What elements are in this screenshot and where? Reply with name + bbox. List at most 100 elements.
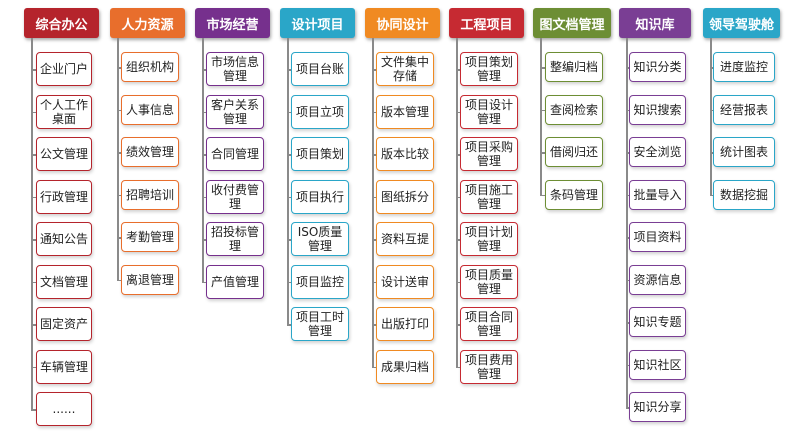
connector-branch	[372, 154, 376, 156]
connector-branch	[202, 154, 206, 156]
module-header[interactable]: 综合办公	[24, 8, 99, 38]
module-item[interactable]: 招投标管 理	[206, 222, 264, 256]
module-item[interactable]: 项目策划 管理	[460, 52, 518, 86]
module-item[interactable]: 版本比较	[376, 137, 434, 171]
connector-branch	[117, 279, 121, 281]
module-item[interactable]: 知识分类	[629, 52, 686, 82]
module-item[interactable]: 项目合同 管理	[460, 307, 518, 341]
module-item[interactable]: 整编归档	[545, 52, 603, 82]
module-item[interactable]: 图纸拆分	[376, 179, 434, 214]
connector-trunk	[287, 38, 289, 324]
module-item[interactable]: 项目计划 管理	[460, 222, 518, 256]
connector-branch	[31, 239, 36, 241]
connector-trunk	[456, 38, 458, 367]
connector-branch	[202, 111, 206, 113]
module-item[interactable]: 组织机构	[121, 52, 179, 82]
module-item[interactable]: 公文管理	[36, 137, 92, 171]
module-item[interactable]: 项目费用 管理	[460, 349, 518, 384]
module-item[interactable]: 知识搜索	[629, 94, 686, 125]
module-item[interactable]: 成果归档	[376, 349, 434, 384]
module-header[interactable]: 图文档管理	[533, 8, 611, 38]
module-item[interactable]: 通知公告	[36, 222, 92, 256]
module-item[interactable]: 合同管理	[206, 137, 264, 171]
module-item[interactable]: 进度监控	[713, 52, 775, 82]
connector-branch	[456, 239, 460, 241]
connector-trunk	[626, 38, 628, 407]
connector-branch	[287, 69, 291, 71]
module-header[interactable]: 知识库	[619, 8, 691, 38]
module-item[interactable]: 数据挖掘	[713, 179, 775, 210]
module-item[interactable]: 个人工作 桌面	[36, 94, 92, 129]
module-header[interactable]: 市场经营	[195, 8, 270, 38]
module-item[interactable]: 项目工时 管理	[291, 307, 349, 341]
module-item[interactable]: 人事信息	[121, 94, 179, 125]
connector-branch	[287, 324, 291, 326]
module-item[interactable]: 知识分享	[629, 392, 686, 422]
module-item[interactable]: 批量导入	[629, 179, 686, 210]
module-header[interactable]: 人力资源	[110, 8, 185, 38]
module-item[interactable]: 知识专题	[629, 307, 686, 337]
module-item[interactable]: 离退管理	[121, 264, 179, 295]
connector-branch	[456, 366, 460, 368]
connector-trunk	[372, 38, 374, 367]
connector-branch	[117, 194, 121, 196]
connector-branch	[287, 281, 291, 283]
module-header[interactable]: 设计项目	[280, 8, 355, 38]
module-item[interactable]: 项目设计 管理	[460, 94, 518, 129]
module-item[interactable]: 项目施工 管理	[460, 179, 518, 214]
module-item[interactable]: 查阅检索	[545, 94, 603, 125]
module-item[interactable]: ISO质量 管理	[291, 222, 349, 256]
module-item[interactable]: 考勤管理	[121, 222, 179, 252]
module-header[interactable]: 工程项目	[449, 8, 524, 38]
module-item[interactable]: 市场信息 管理	[206, 52, 264, 86]
connector-branch	[202, 281, 206, 283]
connector-trunk	[117, 38, 119, 280]
module-item[interactable]: 收付费管 理	[206, 179, 264, 214]
module-item[interactable]: 产值管理	[206, 264, 264, 299]
module-item[interactable]: 统计图表	[713, 137, 775, 167]
module-item[interactable]: 招聘培训	[121, 179, 179, 210]
connector-trunk	[540, 38, 542, 195]
module-item[interactable]: 行政管理	[36, 179, 92, 214]
module-item[interactable]: 项目质量 管理	[460, 264, 518, 299]
module-item[interactable]: 安全浏览	[629, 137, 686, 167]
module-item[interactable]: 绩效管理	[121, 137, 179, 167]
module-item[interactable]: ......	[36, 392, 92, 426]
connector-branch	[456, 154, 460, 156]
module-item[interactable]: 资料互提	[376, 222, 434, 256]
module-item[interactable]: 企业门户	[36, 52, 92, 86]
module-item[interactable]: 知识社区	[629, 349, 686, 380]
module-item[interactable]: 项目监控	[291, 264, 349, 299]
module-item[interactable]: 经营报表	[713, 94, 775, 125]
module-item[interactable]: 资源信息	[629, 264, 686, 295]
connector-trunk	[31, 38, 33, 409]
connector-branch	[202, 69, 206, 71]
module-item[interactable]: 项目台账	[291, 52, 349, 86]
connector-branch	[456, 324, 460, 326]
module-item[interactable]: 版本管理	[376, 94, 434, 129]
module-item[interactable]: 借阅归还	[545, 137, 603, 167]
connector-branch	[372, 69, 376, 71]
module-item[interactable]: 文档管理	[36, 264, 92, 299]
module-item[interactable]: 条码管理	[545, 179, 603, 210]
connector-branch	[117, 237, 121, 239]
module-item[interactable]: 文件集中 存储	[376, 52, 434, 86]
module-item[interactable]: 项目执行	[291, 179, 349, 214]
module-item[interactable]: 固定资产	[36, 307, 92, 341]
connector-branch	[540, 67, 545, 69]
module-item[interactable]: 项目立项	[291, 94, 349, 129]
connector-branch	[372, 239, 376, 241]
module-item[interactable]: 出版打印	[376, 307, 434, 341]
module-item[interactable]: 项目资料	[629, 222, 686, 252]
connector-branch	[626, 152, 629, 154]
connector-branch	[626, 322, 629, 324]
module-item[interactable]: 项目采购 管理	[460, 137, 518, 171]
module-item[interactable]: 设计送审	[376, 264, 434, 299]
module-item[interactable]: 车辆管理	[36, 349, 92, 384]
module-header[interactable]: 协同设计	[365, 8, 440, 38]
module-item[interactable]: 客户关系 管理	[206, 94, 264, 129]
module-header[interactable]: 领导驾驶舱	[703, 8, 780, 38]
module-item[interactable]: 项目策划	[291, 137, 349, 171]
connector-branch	[287, 196, 291, 198]
